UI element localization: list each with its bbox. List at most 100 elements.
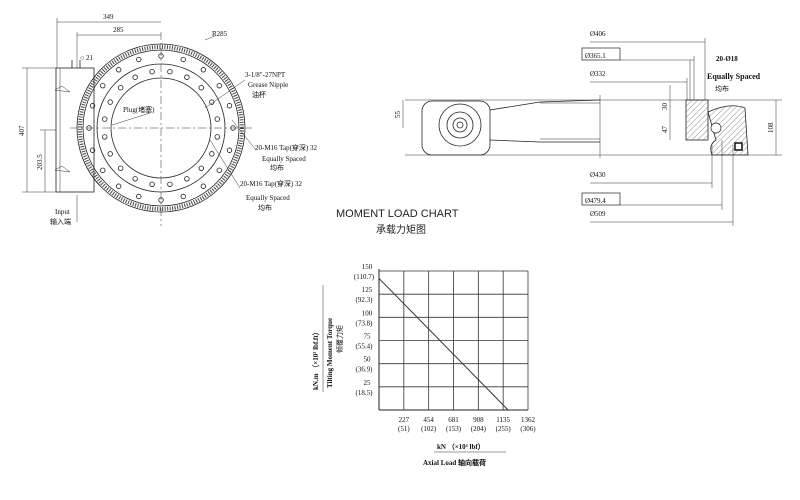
dim-285: 285 xyxy=(113,26,124,34)
moment-load-chart: MOMENT LOAD CHART 承载力矩图 227(51)454(102)6… xyxy=(312,208,536,467)
bolt-hole xyxy=(107,151,113,157)
holes-label: 20-Ø18 xyxy=(716,55,738,63)
top-view: 349 285 R285 ○ 21 407 203.5 3-1/8"-27NPT… xyxy=(18,13,317,226)
dim-h108: 108 xyxy=(767,122,775,133)
y-tick-label: 75 xyxy=(364,333,372,341)
dim-r285: R285 xyxy=(212,30,228,38)
bolt-hole xyxy=(132,74,138,80)
bolt-hole xyxy=(115,67,122,73)
bolt-hole xyxy=(200,67,207,73)
bolt-hole xyxy=(89,147,96,153)
bolt-hole xyxy=(214,116,220,122)
chart-grid xyxy=(378,269,529,411)
y-axis-label-cn: 倾覆力矩 xyxy=(335,325,344,353)
x-axis-units: kN （×10³ lbf） xyxy=(437,443,485,451)
series-line xyxy=(378,278,509,411)
bolt-hole xyxy=(198,84,205,91)
x-tick-label: 454 xyxy=(423,416,434,424)
dim-203-5: 203.5 xyxy=(36,154,44,170)
bolt-hole xyxy=(180,193,186,200)
bolt-hole xyxy=(149,181,155,187)
x-tick-label: 227 xyxy=(399,416,410,424)
chart-series xyxy=(378,277,509,411)
dim-h55: 55 xyxy=(394,111,402,119)
input-label: Input xyxy=(55,208,70,216)
x-tick-label: 681 xyxy=(448,416,459,424)
holes-spacing: Equally Spaced xyxy=(707,72,761,81)
x-tick-sublabel: (306) xyxy=(520,425,536,433)
y-tick-label: 100 xyxy=(362,309,373,317)
dim-d479: Ø479.4 xyxy=(585,197,606,205)
bolt-hole xyxy=(198,165,205,172)
bolt-hole xyxy=(100,82,106,89)
dim-d406: Ø406 xyxy=(590,30,606,38)
y-tick-sublabel: (36.9) xyxy=(356,366,374,374)
dim-h47: 47 xyxy=(661,126,669,134)
bolt-hole xyxy=(115,183,122,189)
bolt-hole xyxy=(102,116,108,122)
bolt-hole xyxy=(184,74,190,80)
bolt-hole xyxy=(216,167,222,174)
y-tick-sublabel: (55.4) xyxy=(356,343,374,351)
y-tick-sublabel: (18.5) xyxy=(356,389,374,397)
dim-d430: Ø430 xyxy=(590,171,606,179)
bolt-hole xyxy=(132,176,138,182)
dim-h30: 30 xyxy=(661,103,669,111)
y-tick-sublabel: (73.8) xyxy=(356,319,374,327)
x-tick-sublabel: (102) xyxy=(421,425,437,433)
x-tick-sublabel: (153) xyxy=(446,425,462,433)
input-cn-label: 输入端 xyxy=(50,217,71,226)
tap-inner-spacing: Equally Spaced xyxy=(246,194,290,202)
bolt-hole xyxy=(226,103,233,109)
x-tick-sublabel: (204) xyxy=(471,425,487,433)
tap-inner-spacing-cn: 均布 xyxy=(258,203,272,212)
worm-housing-side xyxy=(421,100,491,156)
bolt-hole xyxy=(226,147,233,153)
bolt-hole xyxy=(89,103,96,109)
bolt-hole xyxy=(184,176,190,182)
grease-nipple-cn-label: 油杯 xyxy=(252,90,266,99)
chart-ticks: 227(51) 454(102) 681(153) 908(204) 1135(255)… xyxy=(354,263,536,433)
side-view: Ø406 Ø365.1 Ø332 20-Ø18 Equally Spaced 均… xyxy=(394,30,782,226)
bolt-hole xyxy=(107,99,113,105)
bolt-hole xyxy=(209,99,215,105)
y-tick-label: 25 xyxy=(364,379,372,387)
bolt-hole xyxy=(136,56,142,63)
y-tick-label: 50 xyxy=(364,356,372,364)
x-tick-sublabel: (51) xyxy=(398,425,410,433)
tap-inner-label: 20-M16 Tap(穿深) 32 xyxy=(240,179,302,188)
grease-nipple-label: Grease Nipple xyxy=(248,81,288,89)
bolt-hole xyxy=(117,165,124,172)
dim-d509: Ø509 xyxy=(590,210,606,218)
y-axis-units: kN.m （×10³ lbf.ft） xyxy=(312,328,320,390)
bolt-hole xyxy=(136,193,142,200)
series-point xyxy=(507,409,509,411)
dim-d365: Ø365.1 xyxy=(585,52,606,60)
dim-349: 349 xyxy=(103,13,114,21)
bolt-hole xyxy=(214,134,220,140)
tap-outer-spacing-cn: 均布 xyxy=(270,163,284,172)
dim-407: 407 xyxy=(18,125,26,136)
x-tick-sublabel: (255) xyxy=(496,425,512,433)
bolt-hole xyxy=(167,181,173,187)
x-axis-label: Axial Load 轴向载荷 xyxy=(423,458,486,467)
plug-label: Plug(堵塞) xyxy=(123,105,155,114)
bolt-hole xyxy=(149,69,155,75)
tap-outer-label: 20-M16 Tap(穿深) 32 xyxy=(255,143,317,152)
x-tick-label: 1362 xyxy=(521,416,536,424)
dim-o21: ○ 21 xyxy=(80,54,93,62)
bolt-hole xyxy=(117,84,124,91)
y-tick-sublabel: (92.3) xyxy=(356,296,374,304)
x-tick-label: 1135 xyxy=(496,416,510,424)
bolt-hole xyxy=(167,69,173,75)
y-tick-sublabel: (110.7) xyxy=(354,273,375,281)
holes-spacing-cn: 均布 xyxy=(715,84,729,93)
y-axis-label: Tilting Moment Torque xyxy=(326,318,334,388)
bolt-hole xyxy=(180,56,186,63)
bolt-hole xyxy=(209,151,215,157)
tap-outer-spacing: Equally Spaced xyxy=(262,155,306,163)
x-tick-label: 908 xyxy=(473,416,484,424)
bolt-hole xyxy=(102,134,108,140)
bolt-hole xyxy=(200,183,207,189)
